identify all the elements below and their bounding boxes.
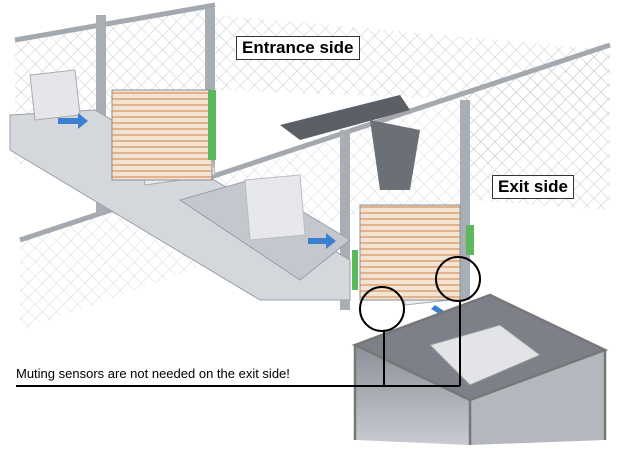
arrow-icon xyxy=(58,113,88,129)
robot-arm xyxy=(280,95,410,140)
callout-circle-right xyxy=(435,256,481,302)
box xyxy=(29,69,81,121)
arrow-icon xyxy=(308,233,336,249)
exit-side-label: Exit side xyxy=(492,175,574,199)
callout-text: Muting sensors are not needed on the exi… xyxy=(16,366,290,381)
callout-line xyxy=(16,301,461,387)
light-curtain-exit xyxy=(359,204,461,301)
callout-circle-left xyxy=(359,286,405,332)
light-curtain-entrance xyxy=(111,89,213,181)
entrance-side-label: Entrance side xyxy=(236,36,360,60)
fence-right xyxy=(215,15,610,210)
